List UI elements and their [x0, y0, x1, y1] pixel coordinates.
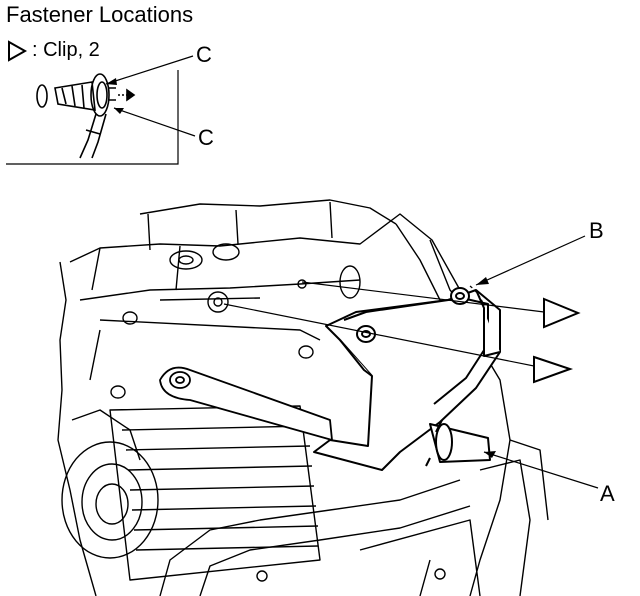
release-arrow-icon	[118, 88, 136, 102]
callout-b: B	[589, 218, 604, 243]
vehicle-frame-illustration	[57, 199, 549, 596]
clip-line-lower	[223, 303, 545, 369]
callout-a: A	[600, 481, 615, 506]
leader-a	[483, 451, 599, 489]
clip-triangle-lower	[533, 355, 574, 384]
hidden-edge-line	[469, 285, 485, 307]
legend-text: : Clip, 2	[32, 39, 100, 61]
clip-detail-illustration	[36, 73, 116, 159]
leader-c-lower	[113, 107, 196, 137]
fastener-legend: : Clip, 2	[6, 38, 100, 62]
callout-c-lower: C	[198, 125, 214, 150]
leader-b	[475, 235, 586, 286]
leader-c-upper	[105, 55, 194, 85]
inset-frame	[6, 70, 179, 165]
clip-triangle-upper	[543, 297, 581, 329]
diagram-title: Fastener Locations	[6, 2, 194, 27]
clip-line-upper	[301, 281, 545, 313]
callout-c-upper: C	[196, 42, 212, 67]
bracket-assembly	[313, 287, 501, 471]
triangle-outline-icon	[8, 40, 28, 62]
stay-arm	[159, 366, 333, 441]
